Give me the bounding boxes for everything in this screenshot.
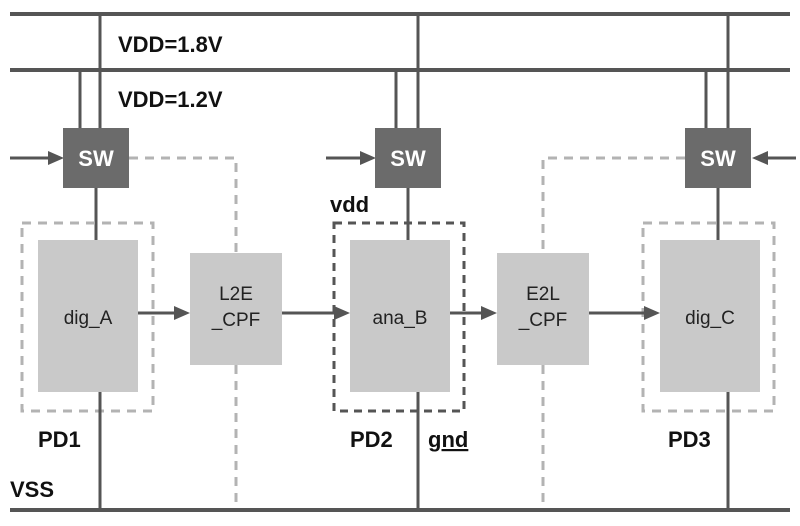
switch-sw2: SW bbox=[375, 128, 441, 188]
sw1-control-arrow bbox=[10, 151, 64, 165]
sw2-rail-taps bbox=[394, 14, 420, 128]
pd1-label: PD1 bbox=[38, 427, 81, 452]
pd1-boundary bbox=[20, 221, 155, 413]
vss-label: VSS bbox=[10, 477, 54, 502]
block-ana-b: ana_B bbox=[350, 240, 450, 392]
dig-a-label: dig_A bbox=[64, 308, 113, 329]
e2l-line2: _CPF bbox=[518, 310, 568, 331]
e2l-line1: E2L bbox=[526, 284, 560, 305]
block-dig-c: dig_C bbox=[660, 240, 760, 392]
sw1-rail-taps bbox=[78, 14, 102, 128]
sw3-control-route-top bbox=[541, 156, 685, 253]
arrow-dig-a-to-l2e bbox=[138, 306, 190, 320]
vdd-1v8-label: VDD=1.8V bbox=[118, 32, 223, 57]
block-dig-a: dig_A bbox=[38, 240, 138, 392]
arrow-ana-b-to-e2l bbox=[450, 306, 497, 320]
vdd-1v2-label: VDD=1.2V bbox=[118, 87, 223, 112]
gnd-net-label: gnd bbox=[428, 427, 468, 452]
sw1-control-route-top bbox=[129, 156, 238, 253]
l2e-line1: L2E bbox=[219, 284, 253, 305]
sw3-rail-taps bbox=[704, 14, 730, 128]
switch-sw1: SW bbox=[63, 128, 129, 188]
pd2-boundary bbox=[332, 221, 466, 413]
arrow-e2l-to-dig-c bbox=[589, 306, 660, 320]
vdd-net-label: vdd bbox=[330, 192, 369, 217]
converter-e2l: E2L _CPF bbox=[497, 253, 589, 365]
ana-b-label: ana_B bbox=[373, 308, 428, 329]
sw2-label: SW bbox=[390, 146, 426, 171]
converter-l2e: L2E _CPF bbox=[190, 253, 282, 365]
sw1-label: SW bbox=[78, 146, 114, 171]
pd3-boundary bbox=[641, 221, 776, 413]
arrow-l2e-to-ana-b bbox=[282, 306, 350, 320]
sw2-control-arrow bbox=[326, 151, 376, 165]
sw3-label: SW bbox=[700, 146, 736, 171]
dig-c-label: dig_C bbox=[685, 308, 735, 329]
pd3-label: PD3 bbox=[668, 427, 711, 452]
sw3-control-arrow bbox=[752, 151, 796, 165]
switch-sw3: SW bbox=[685, 128, 751, 188]
pd2-label: PD2 bbox=[350, 427, 393, 452]
l2e-line2: _CPF bbox=[211, 310, 261, 331]
